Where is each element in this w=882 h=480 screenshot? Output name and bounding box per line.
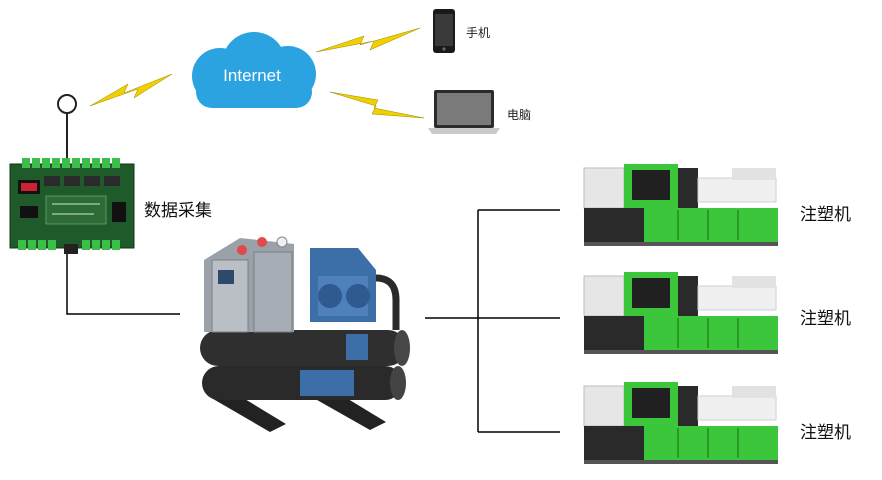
- lightning-icon: [89, 73, 173, 107]
- injection-machine: [582, 272, 778, 354]
- phone: [432, 8, 456, 54]
- chiller-unit: [190, 226, 426, 436]
- pc-label: 电脑: [507, 108, 532, 122]
- laptop-icon: [428, 90, 500, 134]
- laptop: [428, 90, 500, 134]
- lightning-icon: [329, 91, 425, 119]
- phone-label: 手机: [466, 26, 491, 40]
- phone-icon: [433, 9, 455, 53]
- chiller-icon: [200, 236, 410, 432]
- injection-machine: [582, 164, 778, 246]
- cloud-label: Internet: [223, 66, 281, 85]
- injection-machine: [582, 382, 778, 464]
- injection-machine-icon: [583, 164, 778, 246]
- data-collector-board: [8, 158, 136, 254]
- injection-machine-icon: [583, 382, 778, 464]
- machine-label: 注塑机: [800, 309, 851, 329]
- cloud-icon: [192, 32, 316, 108]
- machine-label: 注塑机: [800, 423, 851, 443]
- machine-label: 注塑机: [800, 205, 851, 225]
- circuit-board-icon: [9, 158, 135, 254]
- collector-label: 数据采集: [144, 201, 212, 221]
- lightning-icon: [315, 27, 421, 53]
- internet-cloud: Internet: [178, 30, 326, 112]
- injection-machine-icon: [583, 272, 778, 354]
